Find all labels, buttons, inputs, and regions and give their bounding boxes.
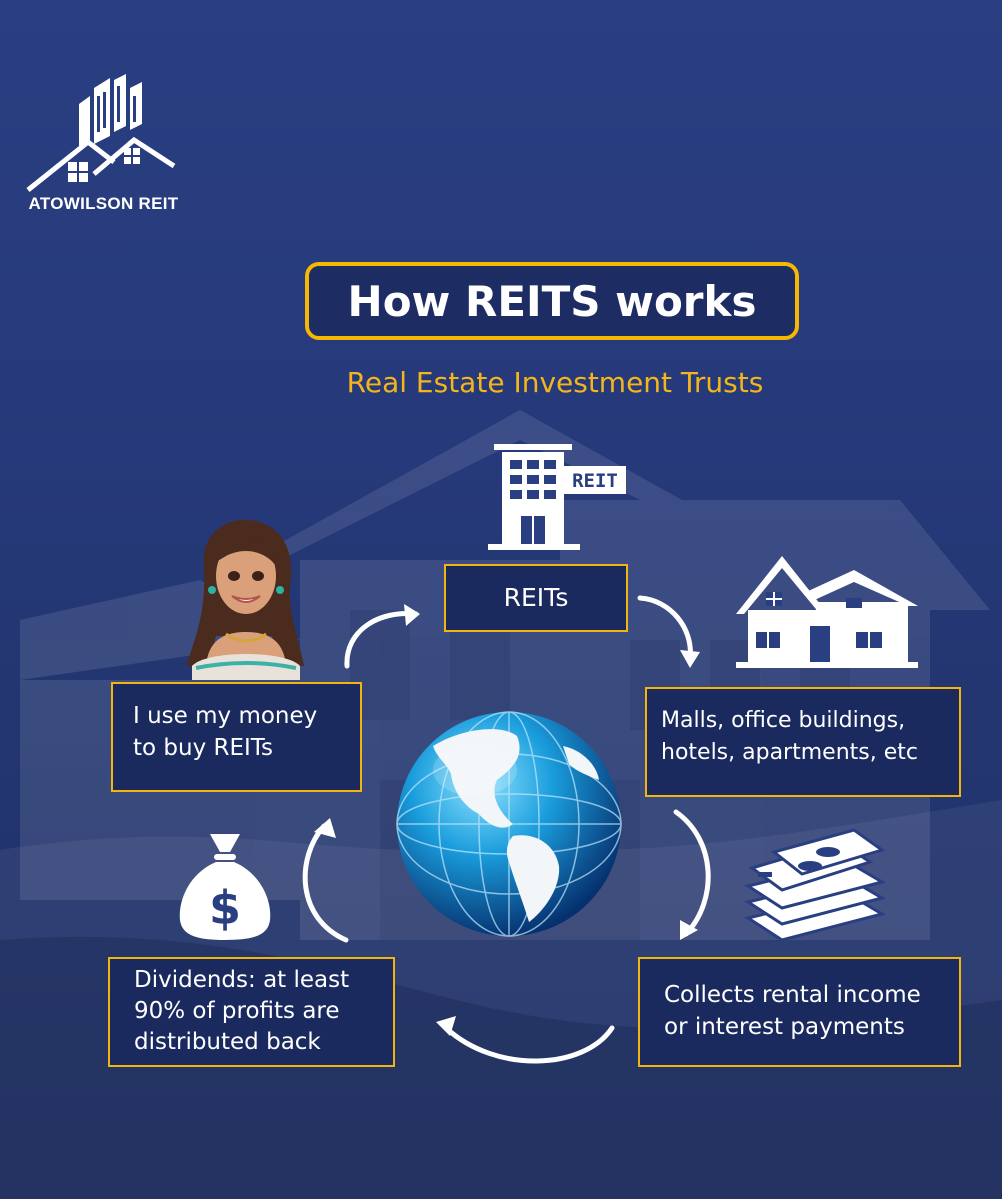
step-buy-box: I use my money to buy REITs [111, 682, 362, 792]
page-title: How REITS works [347, 276, 757, 326]
step-dividends-line1: Dividends: at least [134, 967, 350, 993]
step-dividends-line2: 90% of profits are [134, 998, 340, 1024]
step-properties-line1: Malls, office buildings, [661, 708, 906, 733]
investor-avatar [186, 519, 304, 680]
step-buy-line2: to buy REITs [133, 735, 274, 761]
step-properties-box: Malls, office buildings, hotels, apartme… [645, 687, 961, 797]
step-properties-line2: hotels, apartments, etc [661, 740, 918, 765]
step-collect-line2: or interest payments [664, 1014, 905, 1040]
step-reits-box: REITs [444, 564, 628, 632]
globe-icon [396, 711, 622, 937]
money-bag-symbol: $ [209, 881, 241, 935]
office-building-icon: REIT [488, 444, 626, 550]
step-reits-label: REITs [503, 583, 569, 612]
step-dividends-line3: distributed back [134, 1029, 321, 1055]
step-collect-box: Collects rental income or interest payme… [638, 957, 961, 1067]
step-collect-line1: Collects rental income [664, 982, 921, 1008]
reit-sign-label: REIT [572, 470, 618, 492]
brand-logo: ATOWILSON REIT [16, 74, 191, 224]
money-stack-icon [744, 828, 886, 942]
step-dividends-box: Dividends: at least 90% of profits are d… [108, 957, 395, 1067]
step-buy-line1: I use my money [133, 703, 318, 729]
buildings-house-logo-icon [26, 74, 176, 192]
house-icon [736, 556, 918, 668]
money-bag-icon: $ [179, 834, 271, 940]
title-box: How REITS works [305, 262, 799, 340]
page-subtitle: Real Estate Investment Trusts [346, 366, 764, 399]
brand-name: ATOWILSON REIT [28, 194, 179, 213]
